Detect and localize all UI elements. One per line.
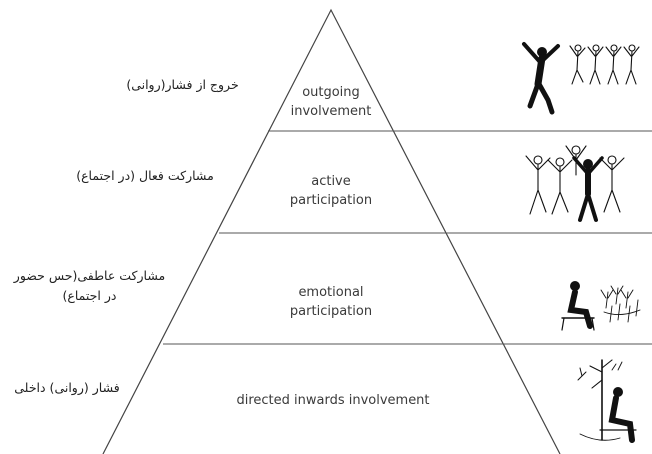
tier-label-en-emotional: emotional participation xyxy=(289,285,373,319)
tier-label-fa-inwards: فشار (روانی) داخلی xyxy=(14,380,120,395)
tier-label-en-active: active participation xyxy=(289,174,373,208)
pyramid-outline xyxy=(102,8,561,454)
tier-label-fa-outgoing: خروج از فشار(روانی) xyxy=(126,77,239,92)
person-sitting-watching-icon xyxy=(561,281,641,331)
tier-label-en-inwards: directed inwards involvement xyxy=(236,393,430,408)
person-sitting-alone-icon xyxy=(577,359,637,443)
tier-label-en-outgoing: outgoing involvement xyxy=(290,85,372,119)
tier-label-fa-active: مشارکت فعال (در اجتماع) xyxy=(76,168,214,183)
tier-label-fa-emotional: مشارکت عاطفی(حس حضور در اجتماع) xyxy=(13,268,166,303)
people-dancing-icon xyxy=(525,145,625,222)
group-of-cheering-people-icon xyxy=(522,42,640,115)
